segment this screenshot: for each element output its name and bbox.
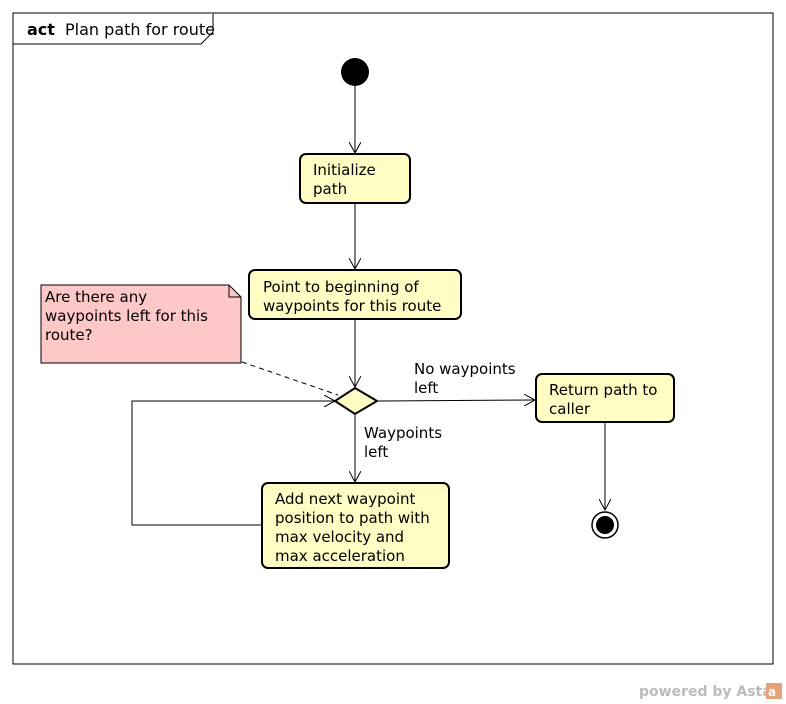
action-return-path: Return path to caller — [535, 373, 675, 423]
note-anchor-line — [241, 361, 339, 396]
guard-no-waypoints: No waypoints left — [414, 360, 520, 397]
svg-text:Add next waypoint positi: Add next waypoint position to path with … — [275, 490, 434, 565]
guard-line: left — [414, 379, 438, 397]
action-label-line: Return path to — [549, 381, 657, 399]
note-line: waypoints left for this — [45, 307, 208, 325]
frame-keyword: act — [27, 20, 55, 39]
action-label-line: Initialize — [313, 161, 376, 179]
guard-line: Waypoints — [364, 424, 442, 442]
action-label-line: path — [313, 180, 347, 198]
astah-logo-letter: a — [768, 685, 776, 699]
action-label-line: position to path with — [275, 509, 430, 527]
watermark-prefix: powered by — [639, 684, 736, 700]
svg-text:Are there any waypoints: Are there any waypoints left for this ro… — [45, 288, 213, 344]
action-label-line: Add next waypoint — [275, 490, 416, 508]
edge-decision-to-return — [376, 400, 535, 401]
guard-line: left — [364, 443, 388, 461]
action-label-line: caller — [549, 400, 591, 418]
guard-waypoints-left: Waypoints left — [364, 424, 447, 461]
frame-title: act Plan path for route — [27, 20, 215, 39]
guard-line: No waypoints — [414, 360, 516, 378]
note-line: Are there any — [45, 288, 147, 306]
action-point-to-beginning: Point to beginning of waypoints for this… — [248, 269, 462, 320]
action-label-line: max acceleration — [275, 547, 405, 565]
note: Are there any waypoints left for this ro… — [40, 284, 242, 364]
note-line: route? — [45, 326, 93, 344]
svg-text:Point to beginning of wa: Point to beginning of waypoints for this… — [263, 278, 441, 315]
action-initialize-path: Initialize path — [299, 153, 411, 204]
action-add-waypoint: Add next waypoint position to path with … — [261, 482, 450, 569]
watermark: powered by Astah — [639, 684, 782, 700]
svg-text:Initialize path: Initialize path — [313, 161, 381, 198]
action-label-line: max velocity and — [275, 528, 404, 546]
astah-logo-icon: a — [766, 683, 782, 699]
action-label-line: waypoints for this route — [263, 297, 441, 315]
final-node — [591, 511, 619, 539]
svg-text:Return path to caller: Return path to caller — [549, 381, 662, 418]
frame-name: Plan path for route — [65, 20, 215, 39]
frame-title-tab — [13, 13, 214, 45]
edge-add-loop-back — [131, 401, 335, 526]
decision-node — [333, 386, 379, 416]
initial-node — [341, 58, 369, 86]
action-label-line: Point to beginning of — [263, 278, 419, 296]
